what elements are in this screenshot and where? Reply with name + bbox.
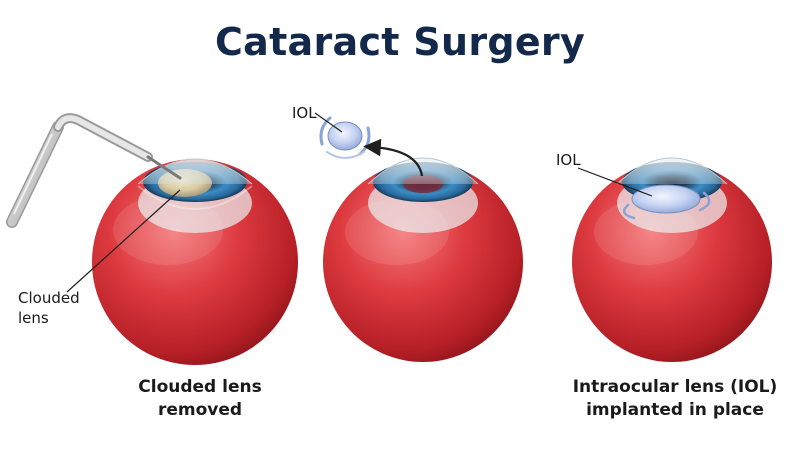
step1-caption-line2: removed bbox=[157, 400, 243, 420]
step3-caption: Intraocular lens (IOL) implanted in plac… bbox=[560, 376, 790, 422]
clouded-lens-leader-line bbox=[66, 189, 181, 293]
iol-implanted-label: IOL bbox=[556, 151, 581, 169]
eye-clouded-lens bbox=[92, 158, 298, 365]
step3-caption-line2: implanted in place bbox=[586, 400, 764, 420]
eye-iol-implanted bbox=[572, 157, 772, 362]
clouded-lens-label-line1: Clouded bbox=[18, 289, 80, 307]
implanted-iol-icon bbox=[631, 184, 701, 214]
surgical-probe-icon bbox=[6, 113, 182, 228]
step1-caption-line1: Clouded lens bbox=[138, 377, 262, 397]
step1-caption: Clouded lens removed bbox=[105, 376, 295, 422]
clouded-lens-label: Clouded lens bbox=[18, 288, 80, 328]
eye-lens-removed bbox=[323, 157, 523, 362]
iol-float-leader-line bbox=[314, 112, 343, 133]
step3-caption-line1: Intraocular lens (IOL) bbox=[572, 377, 778, 397]
iol-floating-label: IOL bbox=[292, 104, 317, 122]
curved-arrow-icon bbox=[363, 138, 424, 177]
iol-implant-leader-line bbox=[577, 167, 653, 197]
page-title: Cataract Surgery bbox=[214, 20, 586, 64]
clouded-lens-label-line2: lens bbox=[18, 309, 49, 327]
floating-iol-icon bbox=[319, 116, 371, 159]
